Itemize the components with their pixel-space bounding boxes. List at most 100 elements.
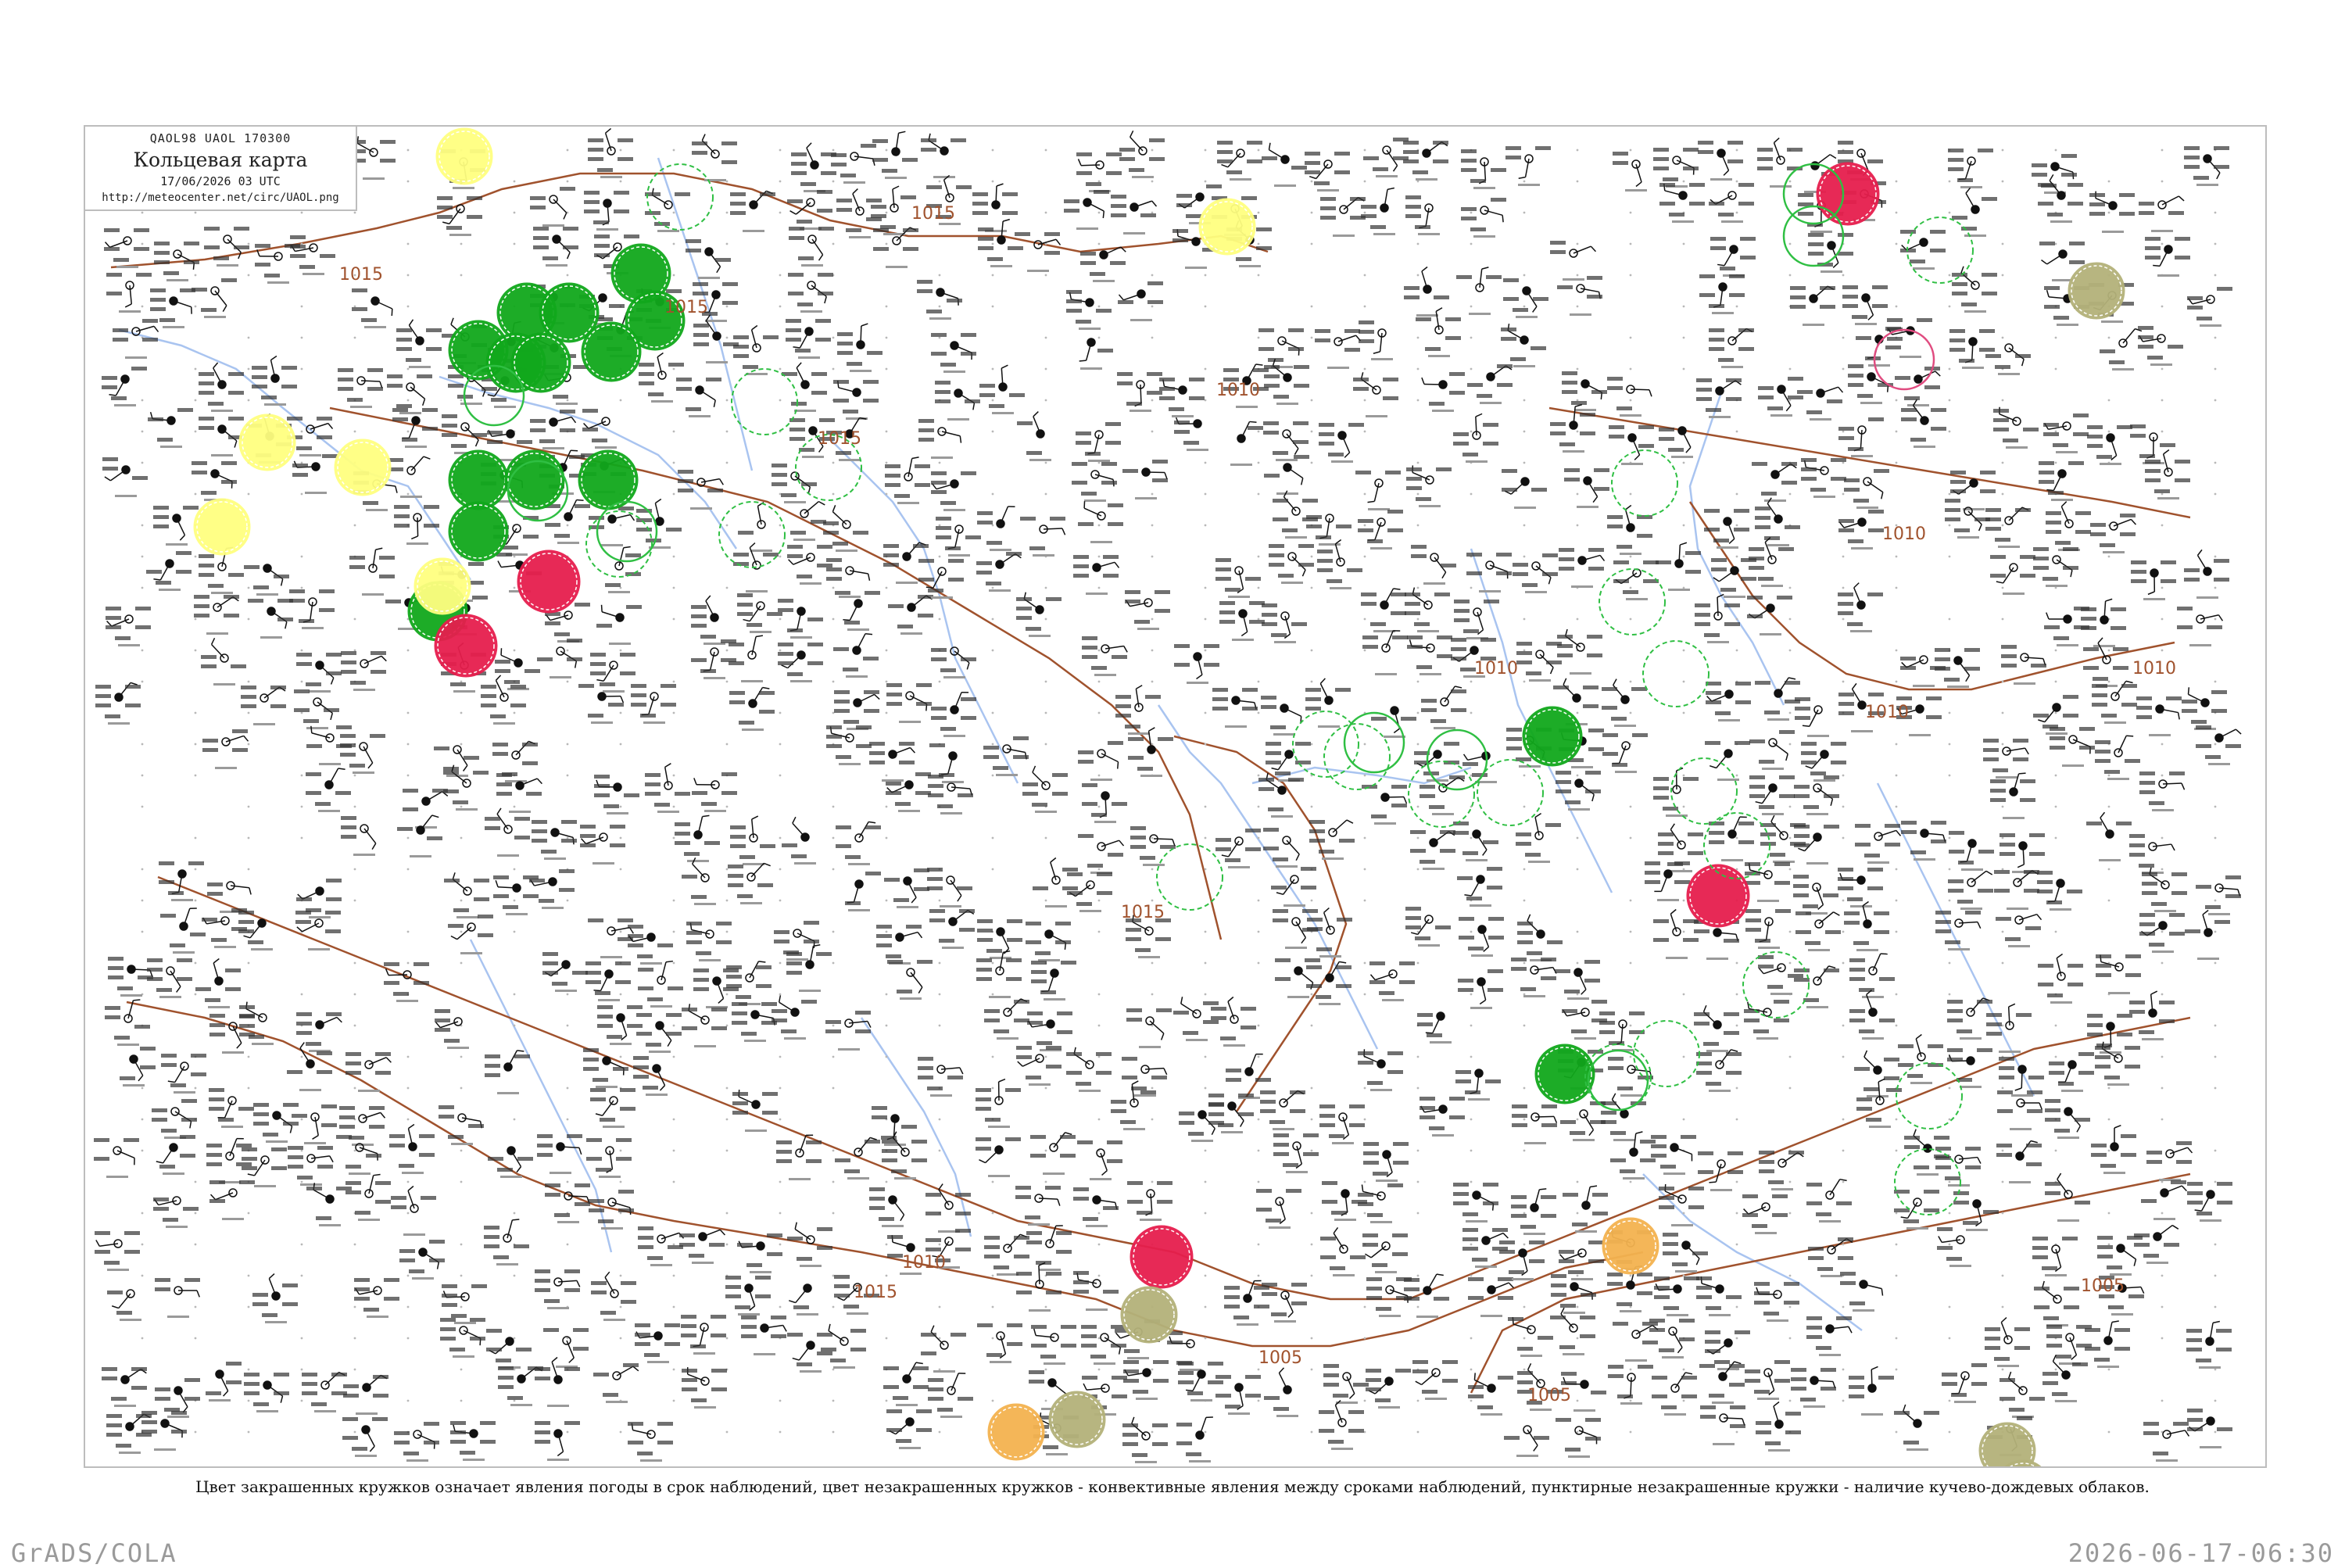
station-plot: [336, 1135, 381, 1175]
wind-barb-icon: [110, 470, 126, 481]
grid-dot: [939, 524, 941, 527]
grid-dot: [248, 493, 250, 496]
station-value-mark: [317, 417, 332, 421]
grid-dot: [407, 1306, 410, 1308]
station-id-mark: [358, 1219, 380, 1221]
station-plot: [95, 682, 141, 725]
wind-barb-feather-icon: [793, 347, 800, 348]
station-value-mark: [102, 376, 117, 380]
station-value-mark: [554, 534, 570, 538]
station-value-mark: [131, 1386, 147, 1390]
grid-dot: [1311, 900, 1313, 902]
station-value-mark: [977, 938, 993, 942]
grid-dot: [567, 1244, 569, 1246]
station-value-mark: [271, 1166, 287, 1170]
station-value-mark: [786, 952, 802, 956]
grid-dot: [1949, 775, 1951, 777]
station-id-mark: [1029, 1083, 1051, 1086]
station-value-mark: [232, 729, 248, 733]
station-value-mark: [940, 727, 956, 731]
grid-dot: [1949, 1431, 1951, 1434]
wind-barb-feather-icon: [109, 395, 116, 396]
grid-dot: [939, 1244, 941, 1246]
wind-barb-feather-icon: [843, 620, 850, 621]
grid-dot: [514, 212, 516, 214]
station-value-mark: [893, 1396, 908, 1400]
station-value-mark: [1020, 517, 1036, 521]
station-value-mark: [610, 825, 625, 829]
station-value-mark: [1090, 272, 1105, 276]
grid-dot: [1045, 1150, 1047, 1152]
grid-dot: [2161, 399, 2164, 402]
grid-dot: [1045, 837, 1047, 839]
grid-dot: [1736, 775, 1738, 777]
station-value-mark: [918, 1076, 933, 1079]
station-value-mark: [1126, 1008, 1142, 1012]
station-plot: [887, 960, 933, 1000]
station-plot: [160, 908, 206, 954]
station-value-mark: [563, 245, 578, 249]
station-value-mark: [206, 1153, 222, 1157]
station-value-mark: [986, 582, 1001, 585]
grid-dot: [514, 1400, 516, 1402]
station-value-mark: [554, 632, 570, 636]
station-value-mark: [529, 879, 545, 882]
station-id-mark: [790, 636, 812, 639]
station-value-mark: [1189, 396, 1205, 400]
station-value-mark: [492, 743, 508, 746]
grid-dot: [1151, 837, 1154, 839]
station-value-mark: [342, 1417, 358, 1421]
station-value-mark: [102, 467, 118, 471]
station-value-mark: [503, 905, 518, 909]
station-value-mark: [928, 1378, 943, 1382]
station-value-mark: [202, 748, 218, 752]
station-value-mark: [417, 374, 432, 378]
station-value-mark: [620, 671, 635, 675]
station-value-mark: [183, 1207, 199, 1211]
grid-dot: [141, 1212, 144, 1215]
station-value-mark: [1219, 610, 1235, 614]
wind-barb-feather-icon: [386, 1058, 391, 1062]
wind-barb-icon: [907, 1362, 916, 1379]
station-value-mark: [586, 1138, 602, 1142]
station-id-mark: [302, 627, 324, 629]
grid-dot: [2002, 712, 2004, 714]
wind-barb-icon: [558, 1280, 577, 1282]
grid-dot: [460, 1275, 463, 1277]
station-value-mark: [239, 1015, 255, 1018]
station-value-mark: [691, 895, 707, 899]
station-value-mark: [1081, 1334, 1097, 1338]
station-id-mark: [1140, 1219, 1162, 1221]
station-value-mark: [1086, 182, 1101, 186]
station-value-mark: [586, 1157, 602, 1161]
station-value-mark: [1269, 563, 1284, 567]
station-plot: [1015, 232, 1061, 272]
station-value-mark: [638, 986, 653, 990]
station-value-mark: [936, 517, 951, 521]
station-value-mark: [1159, 378, 1175, 381]
station-value-mark: [1173, 1011, 1189, 1015]
grid-dot: [1258, 837, 1260, 839]
grid-dot: [567, 1119, 569, 1121]
station-value-mark: [690, 1344, 706, 1348]
station-plot: [192, 278, 237, 318]
wind-barb-icon: [1001, 507, 1008, 524]
station-value-mark: [244, 1391, 260, 1395]
station-id-mark: [364, 326, 386, 328]
grid-dot: [1577, 149, 1579, 152]
wind-barb-feather-icon: [297, 927, 303, 932]
station-value-mark: [159, 1165, 175, 1169]
grid-dot: [1098, 1212, 1101, 1215]
station-value-mark: [1208, 1112, 1224, 1116]
station-value-mark: [1153, 1360, 1169, 1364]
grid-dot: [141, 399, 144, 402]
station-plot: [682, 1367, 727, 1409]
grid-dot: [673, 1150, 675, 1152]
station-value-mark: [931, 490, 947, 494]
grid-dot: [2055, 1025, 2057, 1027]
station-value-mark: [732, 1011, 747, 1015]
station-value-mark: [883, 553, 899, 557]
grid-dot: [726, 743, 729, 746]
station-value-mark: [985, 1118, 1001, 1122]
grid-dot: [832, 1400, 835, 1402]
